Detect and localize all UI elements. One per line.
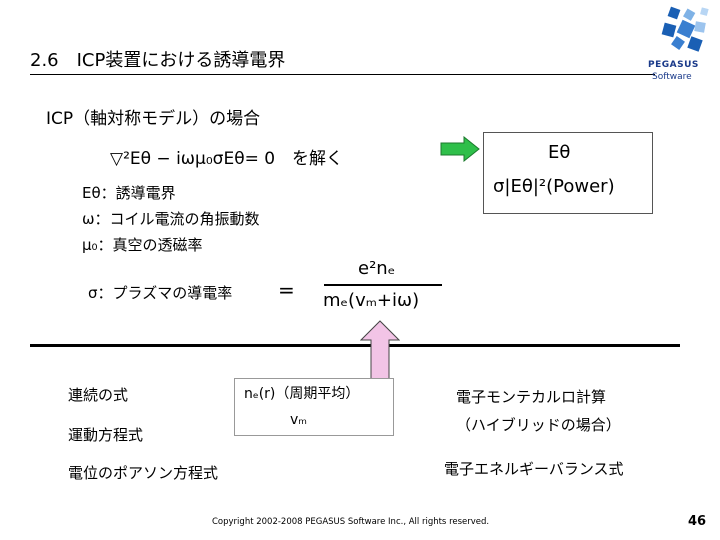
hybrid-note: （ハイブリッドの場合） bbox=[456, 416, 621, 434]
fraction-bar bbox=[324, 284, 442, 286]
page-title: 2.6 ICP装置における誘導電界 bbox=[30, 50, 286, 71]
title-underline bbox=[30, 74, 655, 75]
result-power: σ|Eθ|²(Power) bbox=[493, 176, 615, 197]
wave-equation: ▽²Eθ − iωμ₀σEθ= 0 を解く bbox=[110, 149, 344, 169]
logo-subtitle: Software bbox=[652, 72, 692, 82]
equals-sign: = bbox=[278, 278, 295, 302]
equation-of-motion: 運動方程式 bbox=[68, 426, 144, 444]
definition-mu0: μ₀：真空の透磁率 bbox=[82, 236, 203, 254]
continuity-equation: 連続の式 bbox=[68, 386, 129, 404]
result-box bbox=[483, 132, 653, 214]
result-field: Eθ bbox=[548, 142, 571, 163]
definition-e-theta: Eθ：誘導電界 bbox=[82, 184, 176, 202]
pegasus-logo bbox=[655, 4, 715, 94]
section-heading: ICP（軸対称モデル）の場合 bbox=[46, 109, 261, 129]
monte-carlo-label: 電子モンテカルロ計算 bbox=[456, 388, 607, 406]
right-arrow-icon bbox=[440, 135, 480, 166]
electron-density: nₑ(r)（周期平均） bbox=[244, 386, 360, 402]
up-arrow-icon bbox=[359, 320, 401, 384]
pegasus-logo-icon bbox=[661, 6, 709, 52]
definition-omega: ω：コイル電流の角振動数 bbox=[82, 210, 260, 228]
page-number: 46 bbox=[688, 514, 707, 529]
fraction-numerator: e²nₑ bbox=[358, 258, 396, 279]
divider-line bbox=[30, 344, 680, 347]
energy-balance-equation: 電子エネルギーバランス式 bbox=[444, 460, 624, 478]
copyright-notice: Copyright 2002-2008 PEGASUS Software Inc… bbox=[212, 517, 490, 527]
definition-sigma: σ：プラズマの導電率 bbox=[88, 284, 233, 302]
collision-frequency: vₘ bbox=[290, 412, 308, 428]
fraction-denominator: mₑ(vₘ+iω) bbox=[323, 290, 420, 311]
poisson-equation: 電位のポアソン方程式 bbox=[68, 464, 219, 482]
logo-name: PEGASUS bbox=[648, 60, 699, 70]
density-box bbox=[234, 378, 394, 436]
